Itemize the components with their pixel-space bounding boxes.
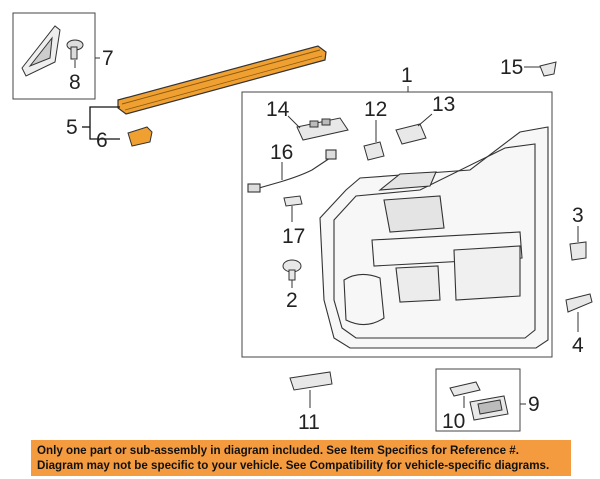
mirror-cover-part (21, 25, 61, 77)
clip-part-15 (539, 61, 557, 77)
wire-harness-part-16 (247, 149, 337, 193)
window-switch-part-14 (296, 117, 349, 141)
handle-part-11 (289, 371, 333, 391)
callout-9: 9 (528, 393, 540, 416)
callout-4: 4 (572, 334, 584, 357)
inset-box-7-8 (12, 12, 96, 100)
door-trim-panel (319, 126, 549, 349)
clip-part-17 (283, 195, 303, 207)
cap-part-3 (569, 241, 587, 261)
inset-box-9-10 (435, 368, 521, 432)
callout-10: 10 (442, 410, 465, 433)
callout-6: 6 (96, 129, 108, 152)
callout-5: 5 (66, 116, 78, 139)
callout-17: 17 (282, 225, 305, 248)
callout-16: 16 (270, 141, 293, 164)
clip-part-6 (127, 126, 153, 147)
callout-2: 2 (286, 289, 298, 312)
switch-part-13 (395, 123, 427, 145)
notice-banner: Only one part or sub-assembly in diagram… (31, 440, 571, 476)
callout-7: 7 (102, 47, 114, 70)
switch-part-12 (363, 141, 385, 161)
handle-part-10 (449, 381, 481, 397)
door-panel-box (241, 91, 553, 358)
callout-14: 14 (266, 98, 290, 121)
notice-line-2: Diagram may not be specific to your vehi… (37, 459, 550, 472)
callout-8: 8 (69, 71, 81, 94)
trim-part-4 (565, 293, 593, 313)
callout-12: 12 (364, 98, 387, 121)
callout-3: 3 (572, 204, 584, 227)
callout-bracket-5-6 (89, 106, 120, 140)
callout-13: 13 (432, 93, 455, 116)
callout-11: 11 (298, 411, 320, 434)
clip-part-2 (282, 259, 302, 281)
bezel-part-9 (469, 395, 509, 421)
callout-15: 15 (500, 56, 523, 79)
notice-line-1: Only one part or sub-assembly in diagram… (37, 444, 519, 457)
belt-weatherstrip-part (117, 45, 327, 115)
callout-1: 1 (401, 64, 413, 87)
clip-part-8 (66, 39, 84, 60)
